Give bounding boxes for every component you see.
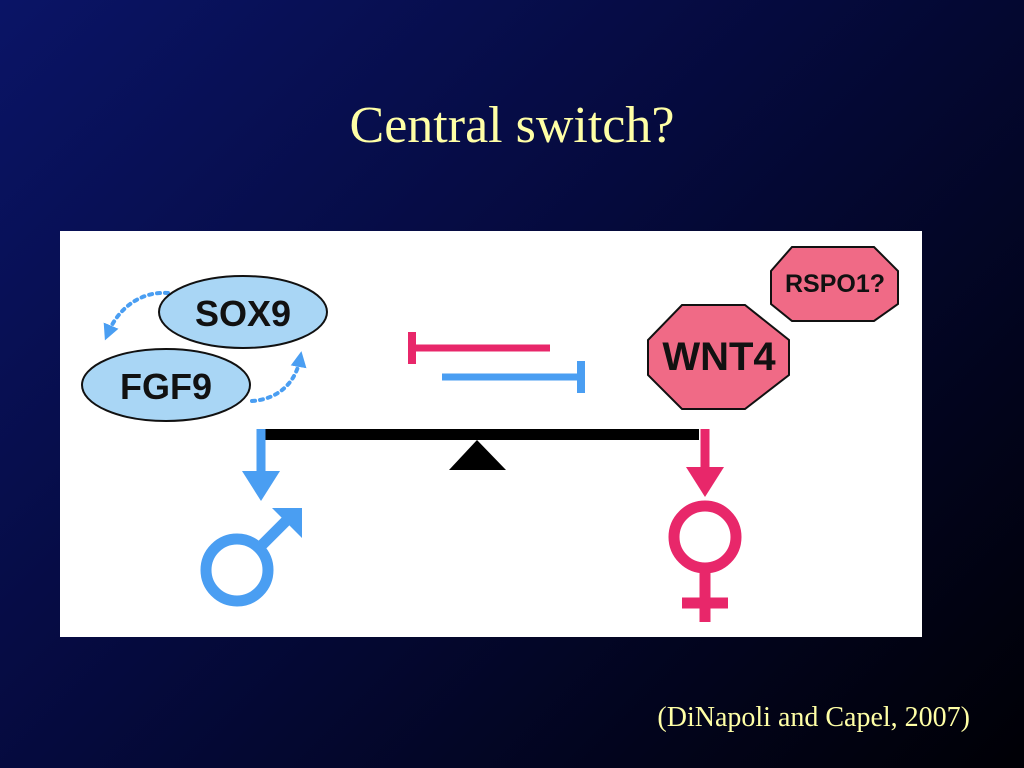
sox9-to-fgf9-loop-arrow xyxy=(103,290,170,341)
wnt4-node: WNT4 xyxy=(647,304,790,410)
female-symbol-icon xyxy=(668,500,742,622)
sox9-label: SOX9 xyxy=(195,293,291,334)
fgf9-to-sox9-loop-arrow xyxy=(250,351,307,403)
female-represses-male-inhibition xyxy=(408,332,550,364)
male-represses-female-inhibition xyxy=(442,361,585,393)
slide-title: Central switch? xyxy=(349,97,675,154)
wnt4-label: WNT4 xyxy=(662,335,776,379)
rspo1-label: RSPO1? xyxy=(785,270,885,298)
fgf9-node: FGF9 xyxy=(81,348,251,422)
female-pathway-arrow xyxy=(686,429,724,497)
rspo1-node: RSPO1? xyxy=(770,246,899,322)
sox9-node: SOX9 xyxy=(158,275,328,349)
balance-beam xyxy=(261,429,699,440)
sex-determination-diagram: SOX9 FGF9 WNT4 RSPO1? xyxy=(60,231,922,637)
citation: (DiNapoli and Capel, 2007) xyxy=(657,702,970,733)
male-symbol-icon xyxy=(200,508,302,607)
fgf9-label: FGF9 xyxy=(120,366,212,407)
male-pathway-arrow xyxy=(242,429,280,501)
balance-fulcrum xyxy=(449,440,506,470)
